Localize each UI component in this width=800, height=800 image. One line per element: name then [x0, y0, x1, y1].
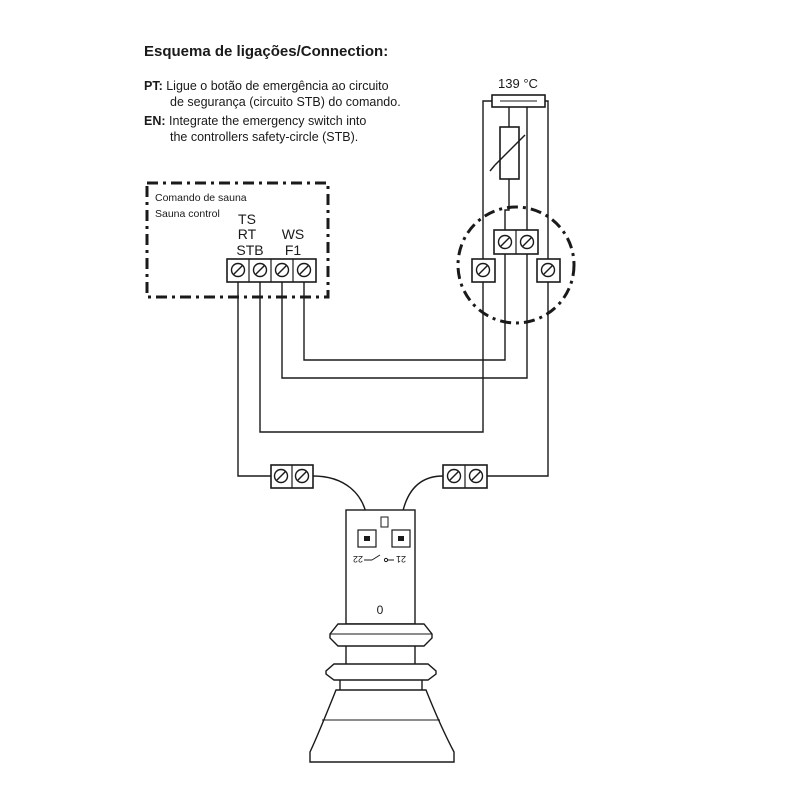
sensor-head-circle: [456, 205, 576, 325]
switch-position-mark: 0: [377, 603, 384, 617]
en-prefix: EN:: [144, 114, 166, 128]
contact-label-21: 21: [396, 554, 406, 564]
terminal-screw-icon: [475, 262, 491, 278]
terminal-screw-icon: [252, 262, 268, 278]
temperature-sensor-icon: [499, 126, 520, 180]
terminal-screw-icon: [446, 468, 462, 484]
controller-label-en: Sauna control: [155, 208, 220, 220]
en-line-1: Integrate the emergency switch into: [169, 114, 367, 128]
terminal-screw-icon: [273, 468, 289, 484]
switch-collar: [329, 623, 433, 647]
controller-label-pt: Comando de sauna: [155, 192, 247, 204]
label-f1: F1: [285, 242, 302, 258]
diagram-title: Esquema de ligações/Connection:: [144, 43, 389, 60]
label-rt: RT: [238, 226, 257, 242]
en-instruction: EN: Integrate the emergency switch into: [144, 113, 366, 129]
terminal-screw-icon: [294, 468, 310, 484]
terminal-screw-icon: [230, 262, 246, 278]
pt-prefix: PT:: [144, 79, 163, 93]
terminal-screw-icon: [296, 262, 312, 278]
terminal-screw-icon: [519, 234, 535, 250]
switch-ring: [325, 663, 437, 681]
pt-instruction: PT: Ligue o botão de emergência ao circu…: [144, 78, 389, 94]
pt-line-2: de segurança (circuito STB) do comando.: [170, 95, 401, 109]
mushroom-button: [309, 689, 455, 763]
en-line-2: the controllers safety-circle (STB).: [170, 130, 359, 144]
label-ws: WS: [282, 226, 305, 242]
terminal-screw-icon: [497, 234, 513, 250]
terminal-screw-icon: [468, 468, 484, 484]
label-ts: TS: [238, 211, 256, 227]
pt-line-1: Ligue o botão de emergência ao circuito: [166, 79, 389, 93]
label-stb: STB: [236, 242, 263, 258]
terminal-screw-icon: [540, 262, 556, 278]
emergency-switch: 22 21 0: [309, 509, 455, 763]
terminal-screw-icon: [274, 262, 290, 278]
contact-label-22: 22: [353, 554, 363, 564]
fuse-temperature: 139 °C: [498, 76, 538, 91]
